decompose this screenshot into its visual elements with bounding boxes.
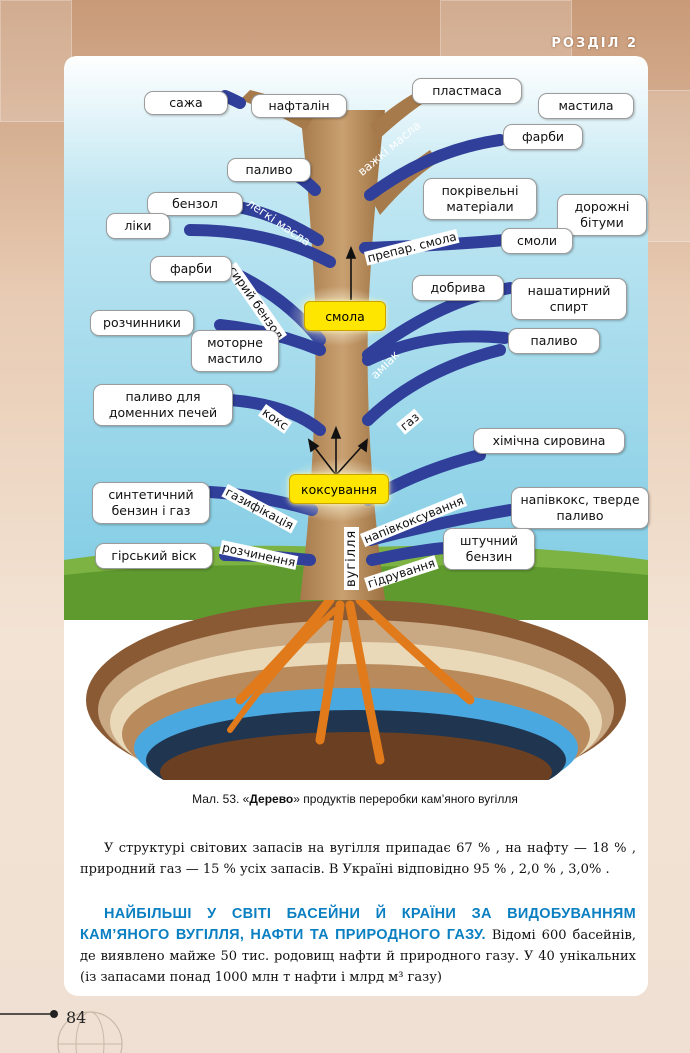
product-sazha: сажа [144,91,228,115]
paragraph-reserves: У структурі світових запасів на вугілля … [80,841,636,877]
soil-layer [160,732,552,790]
product-girskyi-visk: гірський віск [95,543,213,569]
product-dobryva: добрива [412,275,504,301]
product-napivkoks: напівкокс, тверде паливо [511,487,649,529]
product-palyvo-domen: паливо для доменних печей [93,384,233,426]
page-number: 84 [66,1008,87,1027]
product-pokrivelni: покрівельні матеріали [423,178,537,220]
product-rozchynnyky: розчинники [90,310,194,336]
product-plastmasa: пластмаса [412,78,522,104]
product-smoly: смоли [501,228,573,254]
paragraph-basins: НАЙБІЛЬШІ У СВІТІ БАСЕЙНИ Й КРАЇНИ ЗА ВИ… [80,904,636,988]
figure-bottom [64,780,648,790]
product-palyvo-1: паливо [227,158,311,182]
product-syntetychnyi-benzyn: синтетичний бензин і газ [92,482,210,524]
product-mastyla: мастила [538,93,634,119]
arrows [307,245,368,476]
figure-caption: Мал. 53. «Дерево» продуктів переробки ка… [95,792,615,806]
product-shtuchnyi-benzyn: штучний бензин [443,528,535,570]
paragraph-basins-text: Відомі 600 басейнів, де виявлено майже 5… [80,928,636,985]
product-naftalin: нафталін [251,94,347,118]
product-farby-2: фарби [150,256,232,282]
product-nashatyr: нашатирний спирт [511,278,627,320]
background-square [0,0,72,122]
product-palyvo-2: паливо [508,328,600,354]
trunk-label-vugillia: вугілля [344,526,359,590]
process-label-smola: смола [304,301,386,331]
page-footer-decoration [0,1010,123,1053]
product-liky: ліки [106,213,170,239]
caption-bold: Дерево [249,792,294,806]
caption-prefix: Мал. 53. « [192,792,250,806]
product-farby-1: фарби [503,124,583,150]
caption-rest: » продуктів переробки кам’яного вугілля [293,792,518,806]
product-motorne-mastylo: моторне мастило [191,330,279,372]
product-dorozhni: дорожні бітуми [557,194,647,236]
section-tag: РОЗДІЛ 2 [551,36,638,51]
product-benzol: бензол [147,192,243,216]
product-khimichna-syrovyna: хімічна сировина [473,428,625,454]
section-heading: НАЙБІЛЬШІ У СВІТІ БАСЕЙНИ Й КРАЇНИ ЗА ВИ… [80,906,636,943]
process-label-koksuvannia: коксування [289,474,389,504]
roots [227,595,475,765]
